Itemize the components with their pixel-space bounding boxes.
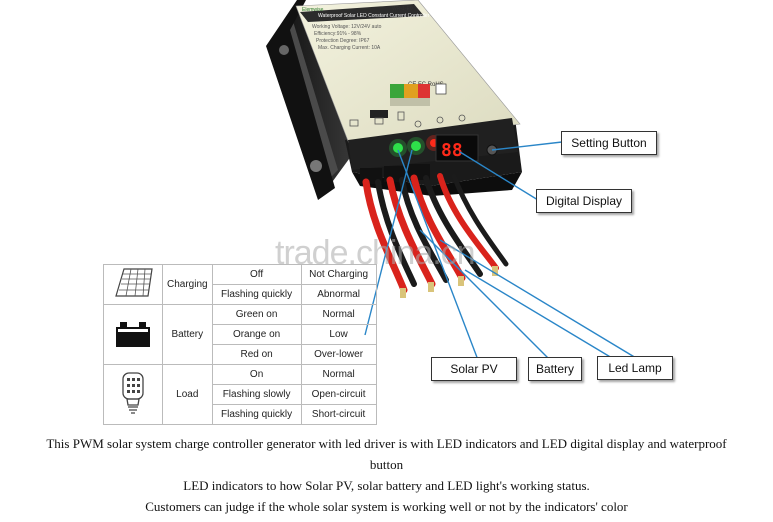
led-state: Off bbox=[211, 264, 302, 285]
spec-lines: Working Voltage: 12V/24V auto Efficiency… bbox=[312, 24, 382, 51]
group-name: Load bbox=[162, 364, 213, 425]
state-meaning: Normal bbox=[300, 364, 377, 385]
caption-line-3: LED indicators to how Solar PV, solar ba… bbox=[183, 478, 590, 493]
caption-line-2: button bbox=[369, 457, 404, 472]
switch-slot bbox=[370, 110, 388, 118]
indicator-legend bbox=[390, 83, 447, 106]
led-status-table: Charging Off Not Charging Flashing quick… bbox=[103, 264, 377, 425]
caption-line-4: Customers can judge if the whole solar s… bbox=[145, 499, 628, 514]
table-row: Load On Normal bbox=[103, 364, 377, 425]
state-meaning: Not Charging bbox=[300, 264, 377, 285]
brand-logo: Elemwise bbox=[302, 7, 324, 13]
callout-leaders bbox=[364, 141, 637, 361]
front-label bbox=[295, 0, 521, 147]
state-meaning: Low bbox=[300, 324, 377, 345]
table-row: Flashing quickly Abnormal bbox=[104, 284, 377, 305]
table-row: Flashing quickly Short-circuit bbox=[104, 404, 377, 425]
battery-led-icon bbox=[411, 141, 421, 151]
state-meaning: Abnormal bbox=[300, 284, 377, 305]
caption-line-1: This PWM solar system charge controller … bbox=[46, 436, 727, 451]
group-name: Charging bbox=[162, 264, 213, 305]
cables bbox=[362, 173, 509, 294]
mount-hole bbox=[310, 160, 322, 172]
group-name: Battery bbox=[162, 304, 213, 365]
led-state: Green on bbox=[211, 304, 302, 325]
state-meaning: Over-lower bbox=[300, 344, 377, 365]
led-lamp-callout: Led Lamp bbox=[597, 356, 673, 380]
digital-display-screen bbox=[435, 134, 479, 162]
label-icons bbox=[349, 111, 466, 128]
spec-line: Working Voltage: 12V/24V auto bbox=[312, 24, 382, 30]
led-state: Red on bbox=[211, 344, 302, 365]
spec-line: Protection Degree: IP67 bbox=[316, 38, 370, 44]
model-label: WR-1-E0 bbox=[392, 6, 413, 12]
spec-line: Efficiency:91% - 98% bbox=[314, 31, 362, 37]
led-state: Flashing slowly bbox=[211, 384, 302, 405]
table-row: Battery Green on Normal bbox=[103, 304, 377, 365]
table-row: Charging Off Not Charging bbox=[103, 264, 377, 305]
solar-pv-callout: Solar PV bbox=[431, 357, 517, 381]
solar-panel-icon bbox=[103, 264, 163, 305]
led-bulb-icon bbox=[103, 364, 163, 425]
title-strip-text: Waterproof Solar LED Constant Current Co… bbox=[318, 13, 430, 19]
battery-icon bbox=[103, 304, 163, 365]
state-meaning: Normal bbox=[300, 304, 377, 325]
table-row: Orange on Low bbox=[104, 324, 377, 345]
battery-callout: Battery bbox=[528, 357, 582, 381]
state-meaning: Open-circuit bbox=[300, 384, 377, 405]
spec-line: Max. Charging Current: 10A bbox=[318, 45, 381, 51]
cable-ends bbox=[400, 266, 498, 298]
state-meaning: Short-circuit bbox=[300, 404, 377, 425]
led-state: Flashing quickly bbox=[211, 284, 302, 305]
led-state: Flashing quickly bbox=[211, 404, 302, 425]
digital-display-callout: Digital Display bbox=[536, 189, 632, 213]
display-digits: 88 bbox=[441, 140, 463, 161]
charging-led-icon bbox=[393, 143, 403, 153]
led-state: Orange on bbox=[211, 324, 302, 345]
led-state: On bbox=[211, 364, 302, 385]
setting-button-callout: Setting Button bbox=[561, 131, 657, 155]
